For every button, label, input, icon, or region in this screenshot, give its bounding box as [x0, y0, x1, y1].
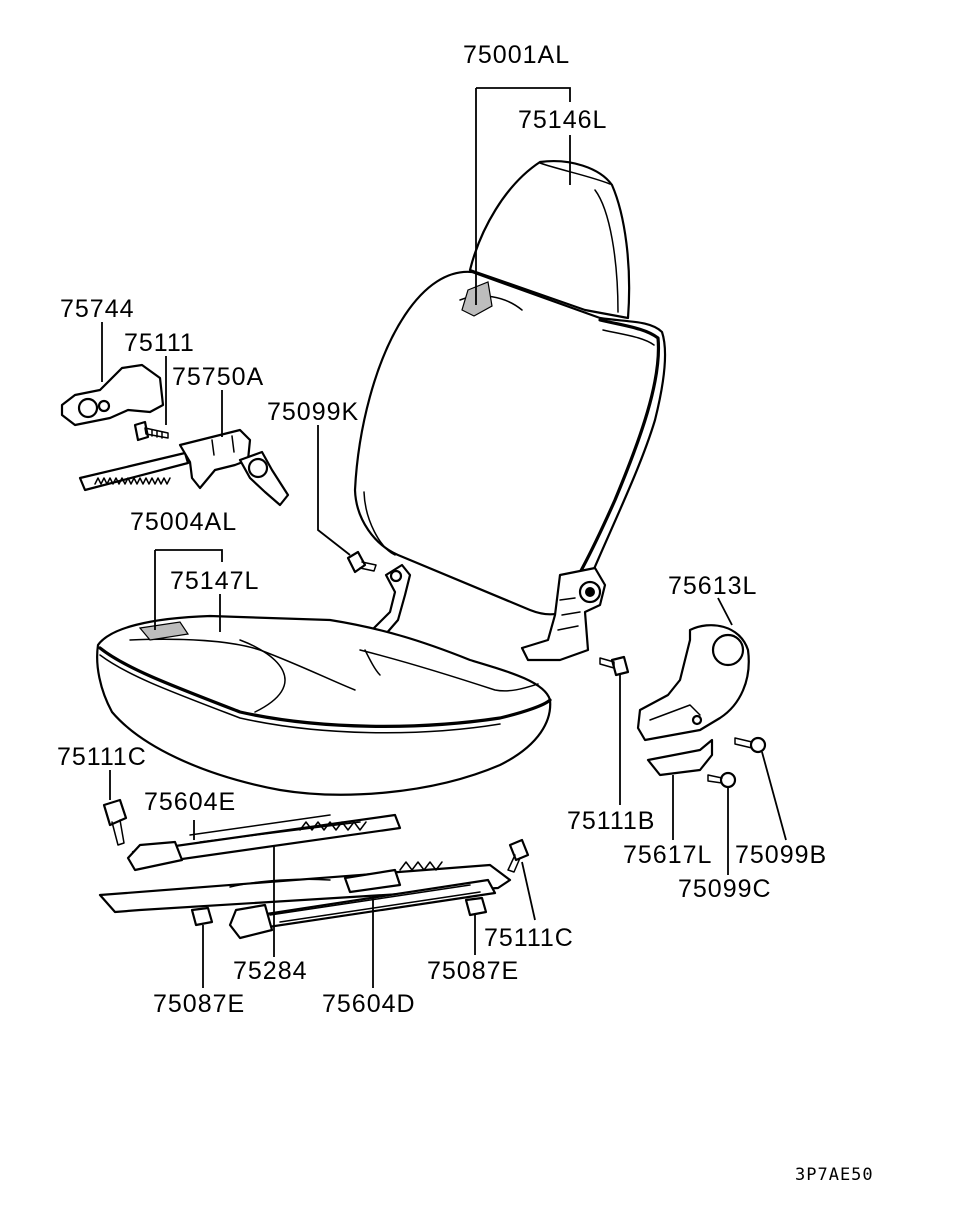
label-75613L: 75613L	[668, 572, 757, 600]
label-75001AL: 75001AL	[463, 41, 570, 69]
label-75099K: 75099K	[267, 398, 359, 426]
label-75111C-left: 75111C	[57, 743, 147, 771]
label-75111C-right: 75111C	[484, 924, 574, 952]
seatback	[353, 160, 667, 662]
cover-75617L	[646, 738, 714, 777]
part-labels: 75001AL 75146L 75744 75111 75750A 75099K…	[57, 41, 874, 1185]
label-75617L: 75617L	[623, 841, 712, 869]
nut-75087E-right	[464, 896, 488, 917]
seat-rails	[98, 813, 512, 940]
label-75604E: 75604E	[144, 788, 236, 816]
label-75111: 75111	[124, 329, 195, 357]
label-75147L: 75147L	[170, 567, 259, 595]
label-75004AL: 75004AL	[130, 508, 237, 536]
label-75744: 75744	[60, 295, 135, 323]
recliner-cover-75613L	[636, 624, 750, 742]
nut-75087E-left	[190, 906, 214, 927]
screw-75099C	[707, 771, 737, 789]
label-75284: 75284	[233, 957, 308, 985]
lever-handle	[60, 363, 165, 427]
bolt-75111C-left	[102, 798, 128, 846]
label-75099C: 75099C	[678, 875, 772, 903]
seat-cushion	[96, 614, 552, 796]
label-75750A: 75750A	[172, 363, 264, 391]
bolt-75111	[133, 420, 169, 442]
label-75111B: 75111B	[567, 807, 655, 835]
recliner-75750A	[78, 428, 290, 507]
leader-lines	[101, 87, 787, 988]
label-75087E-right: 75087E	[427, 957, 519, 985]
bolt-75099K	[346, 550, 377, 574]
bolt-75111B	[599, 655, 630, 677]
label-75604D: 75604D	[322, 990, 416, 1018]
label-75087E-left: 75087E	[153, 990, 245, 1018]
label-75099B: 75099B	[735, 841, 827, 869]
screw-75099B	[734, 736, 767, 754]
label-75146L: 75146L	[518, 106, 607, 134]
figure-code: 3P7AE50	[795, 1165, 874, 1185]
bolt-75111C-right	[507, 838, 530, 873]
